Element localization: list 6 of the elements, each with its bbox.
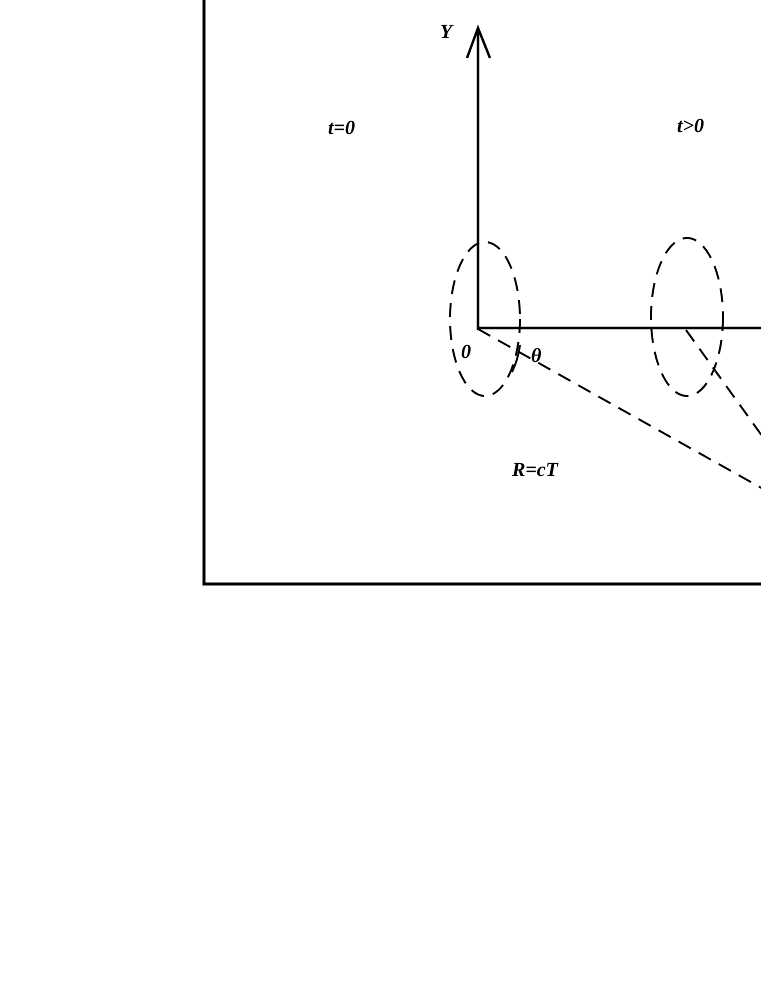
radius-formula: R=cT <box>512 460 558 480</box>
time-label: t=0 <box>328 118 355 138</box>
axis-label: Y <box>440 22 452 42</box>
angle-label: θ <box>531 346 542 366</box>
time-label: t>0 <box>677 116 704 136</box>
origin-label: 0 <box>461 342 471 362</box>
